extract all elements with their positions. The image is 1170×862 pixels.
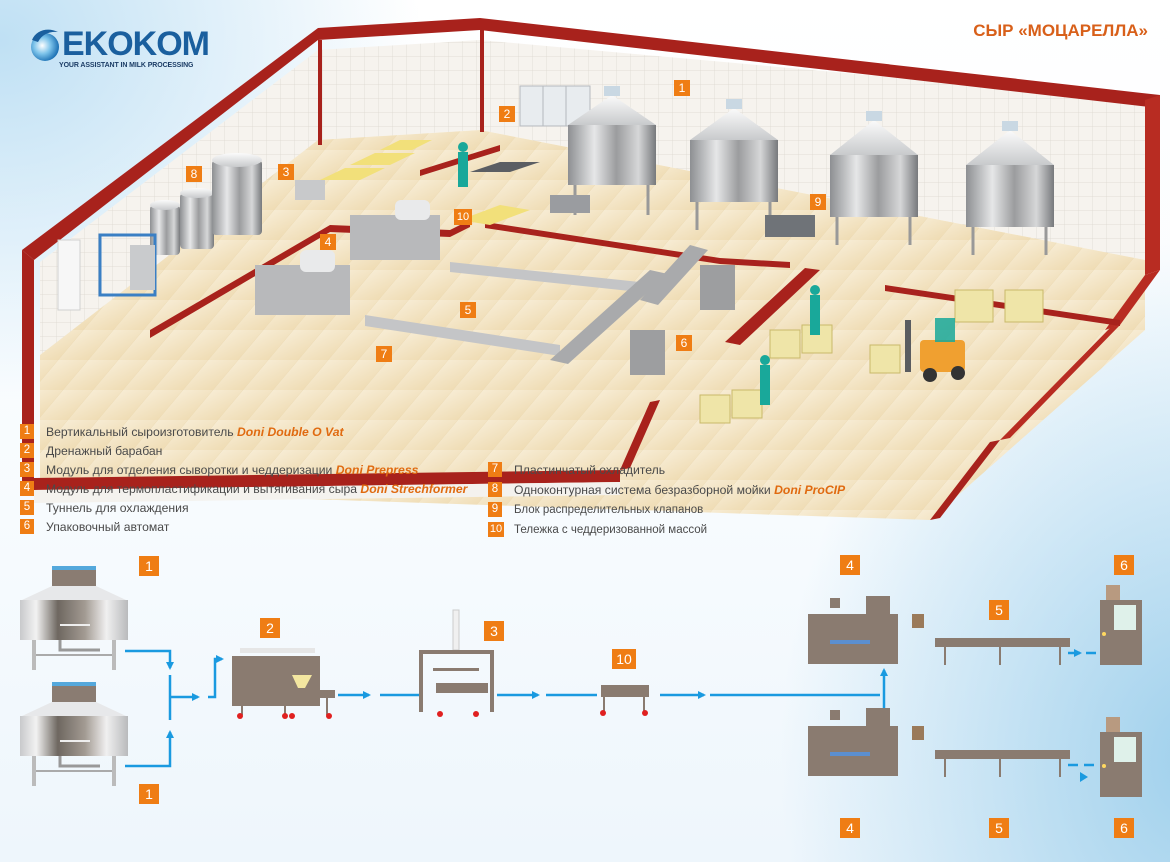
legend-text: Тележка с чеддеризованной массой (514, 524, 708, 536)
factory-floor-plan (22, 18, 1160, 520)
plan-label-9: 9 (810, 194, 826, 210)
logo-drop-icon (31, 29, 59, 61)
plan-label-6: 6 (676, 335, 692, 351)
flow-label-vat-top: 1 (139, 556, 159, 576)
legend-number: 3 (20, 462, 34, 477)
stretch-lines (255, 200, 735, 375)
packing-area (699, 285, 1044, 424)
door (57, 239, 81, 311)
plan-label-7: 7 (376, 346, 392, 362)
flow-label-prepress: 3 (484, 621, 504, 641)
legend-text: Одноконтурная система безразборной мойки (514, 483, 771, 497)
flow-arrow-head (1080, 772, 1088, 782)
legend-number: 5 (20, 500, 34, 515)
legend-text: Вертикальный сыроизготовитель (46, 425, 234, 439)
plan-label-1: 1 (674, 80, 690, 96)
stretch-line-top (808, 585, 1142, 665)
legend-text: Пластинчатый охладитель (514, 463, 666, 477)
legend-text: Модуль для термопластификации и вытягива… (46, 482, 358, 496)
flow-label-vat-bottom: 1 (139, 784, 159, 804)
logo-tagline: YOUR ASSISTANT IN MILK PROCESSING (59, 62, 194, 69)
stretch-line-bottom (808, 708, 1142, 797)
process-flow-diagram (20, 566, 1142, 797)
cheese-vats (568, 86, 1054, 255)
prepress-module (419, 609, 494, 717)
equipment-legend: 1 Вертикальный сыроизготовитель Doni Dou… (20, 424, 845, 544)
flow-label-tunnel-bottom: 5 (989, 818, 1009, 838)
plan-label-3: 3 (278, 164, 294, 180)
flow-arrows (125, 649, 1100, 768)
legend-number: 2 (20, 443, 34, 458)
legend-text: Модуль для отделения сыворотки и чеддери… (46, 463, 333, 477)
legend-number: 8 (488, 482, 502, 497)
legend-brand: Doni Double O Vat (237, 425, 344, 439)
legend-number: 7 (488, 462, 502, 477)
legend-number: 6 (20, 519, 34, 534)
plan-label-4: 4 (320, 234, 336, 250)
cip-tanks (98, 153, 262, 297)
flow-label-pack-bottom: 6 (1114, 818, 1134, 838)
valve-block (550, 195, 815, 237)
company-logo: EKOKOM YOUR ASSISTANT IN MILK PROCESSING (28, 22, 210, 77)
flow-arrow (125, 649, 174, 670)
legend-number: 9 (488, 502, 502, 517)
cheese-vat-top (20, 566, 128, 670)
legend-number: 10 (488, 522, 504, 537)
flow-label-drum: 2 (260, 618, 280, 638)
flow-label-stretch-bottom: 4 (840, 818, 860, 838)
legend-number: 4 (20, 481, 34, 496)
drainage-drum (232, 648, 335, 719)
cheddar-trolley (600, 685, 649, 716)
flow-label-trolley: 10 (612, 649, 636, 669)
flow-label-pack-top: 6 (1114, 555, 1134, 575)
logo-wordmark: EKOKOM (62, 25, 210, 63)
legend-text: Упаковочный автомат (46, 520, 170, 534)
cheese-vat-bottom (20, 682, 128, 786)
flow-arrow (125, 730, 174, 768)
plan-label-10: 10 (454, 209, 472, 225)
legend-brand: Doni ProCIP (774, 483, 846, 497)
legend-text: Блок распределительных клапанов (514, 504, 704, 516)
legend-brand: Doni Prepress (335, 463, 419, 477)
page-title: СЫР «МОЦАРЕЛЛА» (973, 21, 1148, 40)
worker-figure (458, 142, 468, 187)
plan-label-8: 8 (186, 166, 202, 182)
plan-label-5: 5 (460, 302, 476, 318)
legend-text: Дренажный барабан (46, 444, 163, 458)
legend-brand: Doni Strechformer (360, 482, 468, 496)
flow-arrow (208, 655, 224, 699)
flow-label-stretch-top: 4 (840, 555, 860, 575)
legend-text: Туннель для охлаждения (46, 501, 189, 515)
flow-label-tunnel-top: 5 (989, 600, 1009, 620)
legend-number: 1 (20, 424, 34, 439)
prepress-tables (295, 140, 540, 200)
plan-label-2: 2 (499, 106, 515, 122)
